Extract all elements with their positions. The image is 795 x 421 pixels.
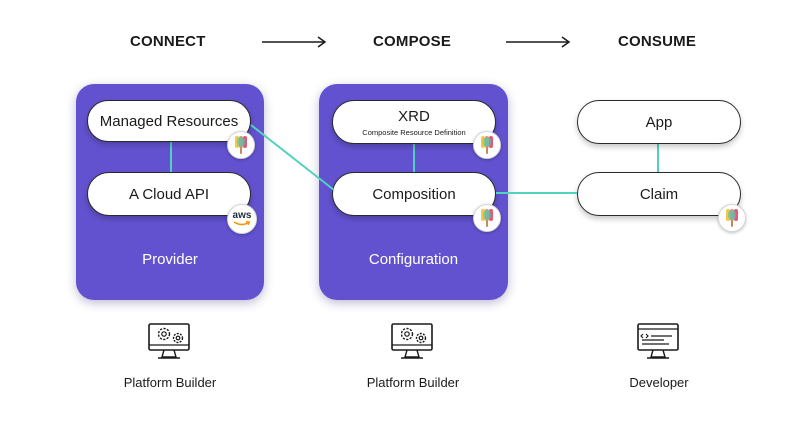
crossplane-logo-glyph [726,209,738,227]
xrd-subtitle: Composite Resource Definition [362,127,466,137]
provider-label: Provider [142,251,198,268]
arrow-compose-to-consume [506,36,571,48]
aws-logo-text: aws [232,210,252,221]
configuration-label: Configuration [368,251,459,268]
connector-xrd-to-composition [413,142,415,174]
cloud-api-label: A Cloud API [128,185,210,203]
claim-node: Claim [577,172,741,216]
stage-title-connect: CONNECT [130,33,206,50]
crossplane-logo-icon [718,204,746,232]
monitor-code-icon [637,323,679,359]
stage-title-consume: CONSUME [618,33,697,50]
cloud-api-node: A Cloud API [87,172,251,216]
aws-logo-icon: aws [227,204,257,234]
claim-label: Claim [639,185,679,203]
managed-resources-node: Managed Resources [87,100,251,142]
crossplane-logo-icon [473,131,501,159]
composition-label: Composition [372,185,456,203]
persona-label-consume: Developer [629,375,689,390]
arrow-connect-to-compose [262,36,327,48]
persona-label-connect: Platform Builder [123,375,217,390]
connector-managed-to-composition [250,124,335,191]
connector-app-to-claim [657,142,659,174]
crossplane-logo-glyph [481,209,493,227]
crossplane-logo-icon [473,204,501,232]
crossplane-logo-glyph [235,136,247,154]
monitor-gears-icon [391,323,433,359]
aws-smile-glyph [233,221,251,226]
persona-label-compose: Platform Builder [366,375,460,390]
app-label: App [645,113,673,131]
xrd-title: XRD [398,107,430,125]
composition-node: Composition [332,172,496,216]
crossplane-logo-icon [227,131,255,159]
managed-resources-label: Managed Resources [99,112,239,130]
crossplane-logo-glyph [481,136,493,154]
app-node: App [577,100,741,144]
stage-title-compose: COMPOSE [373,33,452,50]
connector-managed-to-cloudapi [170,140,172,174]
xrd-node: XRD Composite Resource Definition [332,100,496,144]
monitor-gears-icon [148,323,190,359]
